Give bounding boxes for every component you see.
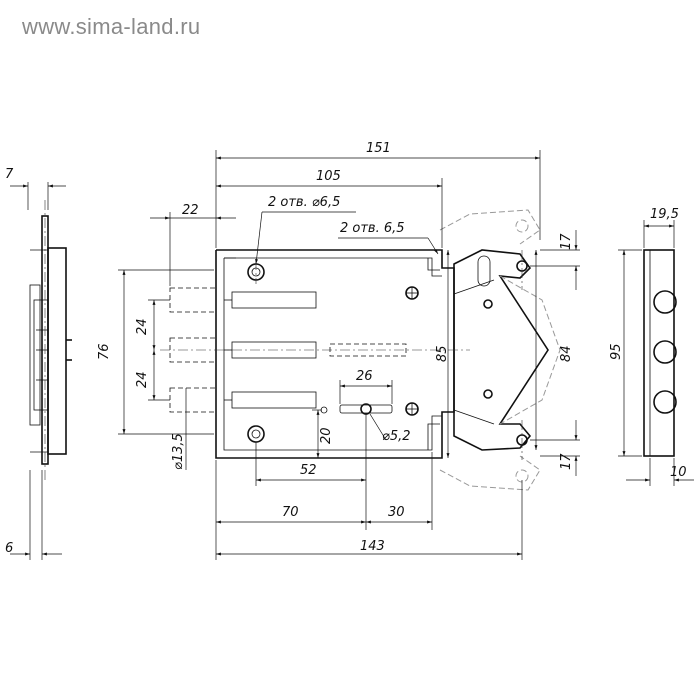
- dim-6: 6: [5, 541, 13, 556]
- end-view: [643, 249, 677, 457]
- dim-105: 105: [316, 169, 341, 184]
- dim-24-top: 24: [135, 318, 150, 335]
- dim-30: 30: [388, 505, 405, 520]
- screw-icon: [405, 286, 419, 300]
- dim-70: 70: [282, 505, 299, 520]
- dim-76: 76: [97, 343, 112, 360]
- side-view: [29, 200, 72, 480]
- keyhole-icon: [339, 403, 393, 415]
- dim-13-5: ⌀13,5: [171, 433, 186, 470]
- dim-95: 95: [609, 343, 624, 360]
- dim-24-bottom: 24: [135, 371, 150, 388]
- dim-7: 7: [5, 167, 14, 182]
- dim-17-bottom: 17: [559, 453, 574, 470]
- dim-52: 52: [300, 463, 317, 478]
- dim-151: 151: [366, 141, 391, 156]
- screw-icon: [405, 402, 419, 416]
- label-holes-6-5b: 2 отв. 6,5: [340, 221, 405, 236]
- dim-20: 20: [319, 427, 334, 444]
- front-view: [160, 209, 561, 491]
- dim-85: 85: [435, 345, 450, 362]
- label-holes-6-5: 2 отв. ⌀6,5: [268, 195, 340, 210]
- dim-143: 143: [360, 539, 385, 554]
- watermark: www.sima-land.ru: [22, 14, 201, 39]
- dim-22: 22: [182, 203, 199, 218]
- dim-26: 26: [356, 369, 373, 384]
- dim-10: 10: [670, 465, 687, 480]
- dim-19-5: 19,5: [650, 207, 679, 222]
- dim-84: 84: [559, 345, 574, 362]
- dim-5-2: ⌀5,2: [382, 429, 411, 444]
- dim-17-top: 17: [559, 233, 574, 250]
